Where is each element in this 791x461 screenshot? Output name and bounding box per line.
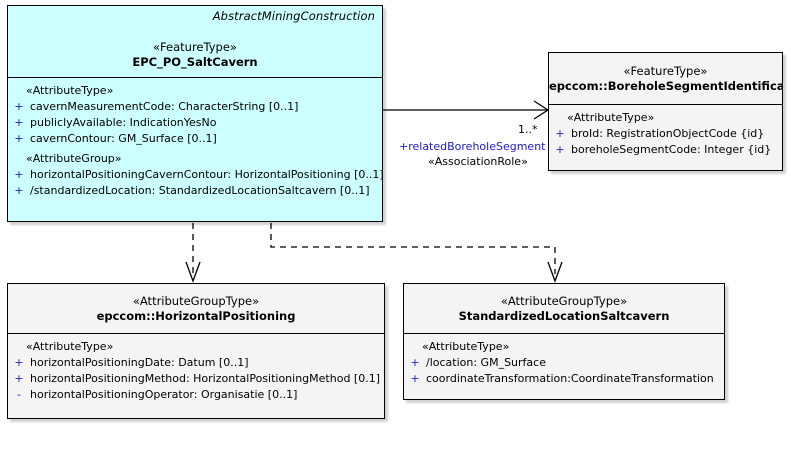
- class-body-epc-po-saltcavern: «AttributeType» + cavernMeasurementCode:…: [8, 78, 382, 203]
- class-body-standardized-location-saltcavern: «AttributeType» + /location: GM_Surface …: [404, 334, 724, 391]
- class-header-standardized-location-saltcavern: «AttributeGroupType» StandardizedLocatio…: [404, 284, 724, 334]
- class-stereotype-epc-po-saltcavern: «FeatureType»: [153, 40, 237, 54]
- attribute-text: publiclyAvailable: IndicationYesNo: [30, 116, 217, 129]
- attribute-row[interactable]: + coordinateTransformation:CoordinateTra…: [404, 371, 724, 387]
- class-horizontal-positioning[interactable]: «AttributeGroupType» epccom::HorizontalP…: [7, 283, 385, 419]
- association-target-multiplicity: 1..*: [518, 123, 538, 136]
- visibility-marker: +: [14, 100, 24, 113]
- class-standardized-location-saltcavern[interactable]: «AttributeGroupType» StandardizedLocatio…: [403, 283, 725, 400]
- attribute-row[interactable]: + /standardizedLocation: StandardizedLoc…: [8, 183, 382, 199]
- visibility-marker: +: [410, 372, 420, 385]
- attribute-group-stereotype-attributetype: «AttributeType»: [26, 84, 114, 97]
- class-name-epc-po-saltcavern: EPC_PO_SaltCavern: [132, 55, 258, 69]
- visibility-marker: +: [14, 132, 24, 145]
- class-name-horizontal-positioning: epccom::HorizontalPositioning: [96, 309, 296, 323]
- visibility-marker: +: [14, 168, 24, 181]
- class-epc-po-saltcavern[interactable]: AbstractMiningConstruction «FeatureType»…: [7, 5, 383, 222]
- class-name-borehole-segment-identification: epccom::BoreholeSegmentIdentification: [549, 79, 782, 93]
- class-body-borehole-segment-identification: «AttributeType» + broId: RegistrationObj…: [549, 105, 782, 162]
- class-body-horizontal-positioning: «AttributeType» + horizontalPositioningD…: [8, 334, 384, 407]
- attribute-row[interactable]: + horizontalPositioningDate: Datum [0..1…: [8, 355, 384, 371]
- attribute-row[interactable]: + horizontalPositioningMethod: Horizonta…: [8, 371, 384, 387]
- class-header-epc-po-saltcavern: AbstractMiningConstruction «FeatureType»…: [8, 6, 382, 78]
- attribute-row[interactable]: + cavernContour: GM_Surface [0..1]: [8, 131, 382, 147]
- visibility-marker: +: [14, 356, 24, 369]
- visibility-marker: +: [14, 372, 24, 385]
- attribute-group-stereotype-attributetype: «AttributeType»: [26, 340, 114, 353]
- attribute-row[interactable]: + broId: RegistrationObjectCode {id}: [549, 126, 782, 142]
- edge-dependency-horizontal-positioning: [185, 223, 201, 283]
- attribute-row[interactable]: + /location: GM_Surface: [404, 355, 724, 371]
- attribute-row[interactable]: + publiclyAvailable: IndicationYesNo: [8, 115, 382, 131]
- attribute-row[interactable]: + horizontalPositioningCavernContour: Ho…: [8, 167, 382, 183]
- visibility-marker: +: [555, 127, 565, 140]
- package-label-abstractminingconstruction: AbstractMiningConstruction: [212, 9, 375, 23]
- attribute-row[interactable]: - horizontalPositioningOperator: Organis…: [8, 387, 384, 403]
- attribute-text: horizontalPositioningMethod: HorizontalP…: [30, 372, 380, 385]
- attribute-text: /standardizedLocation: StandardizedLocat…: [30, 184, 370, 197]
- visibility-marker: -: [17, 388, 21, 401]
- attribute-group-stereotype-attributegroup: «AttributeGroup»: [26, 152, 122, 165]
- attribute-row[interactable]: + boreholeSegmentCode: Integer {id}: [549, 142, 782, 158]
- visibility-marker: +: [14, 184, 24, 197]
- class-stereotype-horizontal-positioning: «AttributeGroupType»: [132, 294, 260, 308]
- attribute-text: cavernContour: GM_Surface [0..1]: [30, 132, 217, 145]
- edge-association-borehole-segment: [383, 100, 550, 120]
- attribute-text: horizontalPositioningDate: Datum [0..1]: [30, 356, 249, 369]
- edge-dependency-standardized-location: [270, 223, 563, 283]
- attribute-text: boreholeSegmentCode: Integer {id}: [571, 143, 772, 156]
- class-header-horizontal-positioning: «AttributeGroupType» epccom::HorizontalP…: [8, 284, 384, 334]
- class-stereotype-standardized-location-saltcavern: «AttributeGroupType»: [500, 294, 628, 308]
- class-header-borehole-segment-identification: «FeatureType» epccom::BoreholeSegmentIde…: [549, 53, 782, 105]
- attribute-text: cavernMeasurementCode: CharacterString […: [30, 100, 299, 113]
- visibility-marker: +: [14, 116, 24, 129]
- attribute-row[interactable]: + cavernMeasurementCode: CharacterString…: [8, 99, 382, 115]
- visibility-marker: +: [555, 143, 565, 156]
- visibility-marker: +: [410, 356, 420, 369]
- class-name-standardized-location-saltcavern: StandardizedLocationSaltcavern: [458, 309, 670, 323]
- attribute-text: /location: GM_Surface: [426, 356, 546, 369]
- attribute-text: horizontalPositioningCavernContour: Hori…: [30, 168, 383, 181]
- attribute-group-stereotype-attributetype: «AttributeType»: [567, 111, 655, 124]
- class-stereotype-borehole-segment-identification: «FeatureType»: [623, 64, 708, 78]
- attribute-group-stereotype-attributetype: «AttributeType»: [422, 340, 510, 353]
- class-borehole-segment-identification[interactable]: «FeatureType» epccom::BoreholeSegmentIde…: [548, 52, 783, 171]
- attribute-text: horizontalPositioningOperator: Organisat…: [30, 388, 298, 401]
- association-role-name: +relatedBoreholeSegment: [399, 140, 546, 153]
- attribute-text: broId: RegistrationObjectCode {id}: [571, 127, 765, 140]
- association-role-stereotype: «AssociationRole»: [428, 155, 528, 168]
- attribute-text: coordinateTransformation:CoordinateTrans…: [426, 372, 714, 385]
